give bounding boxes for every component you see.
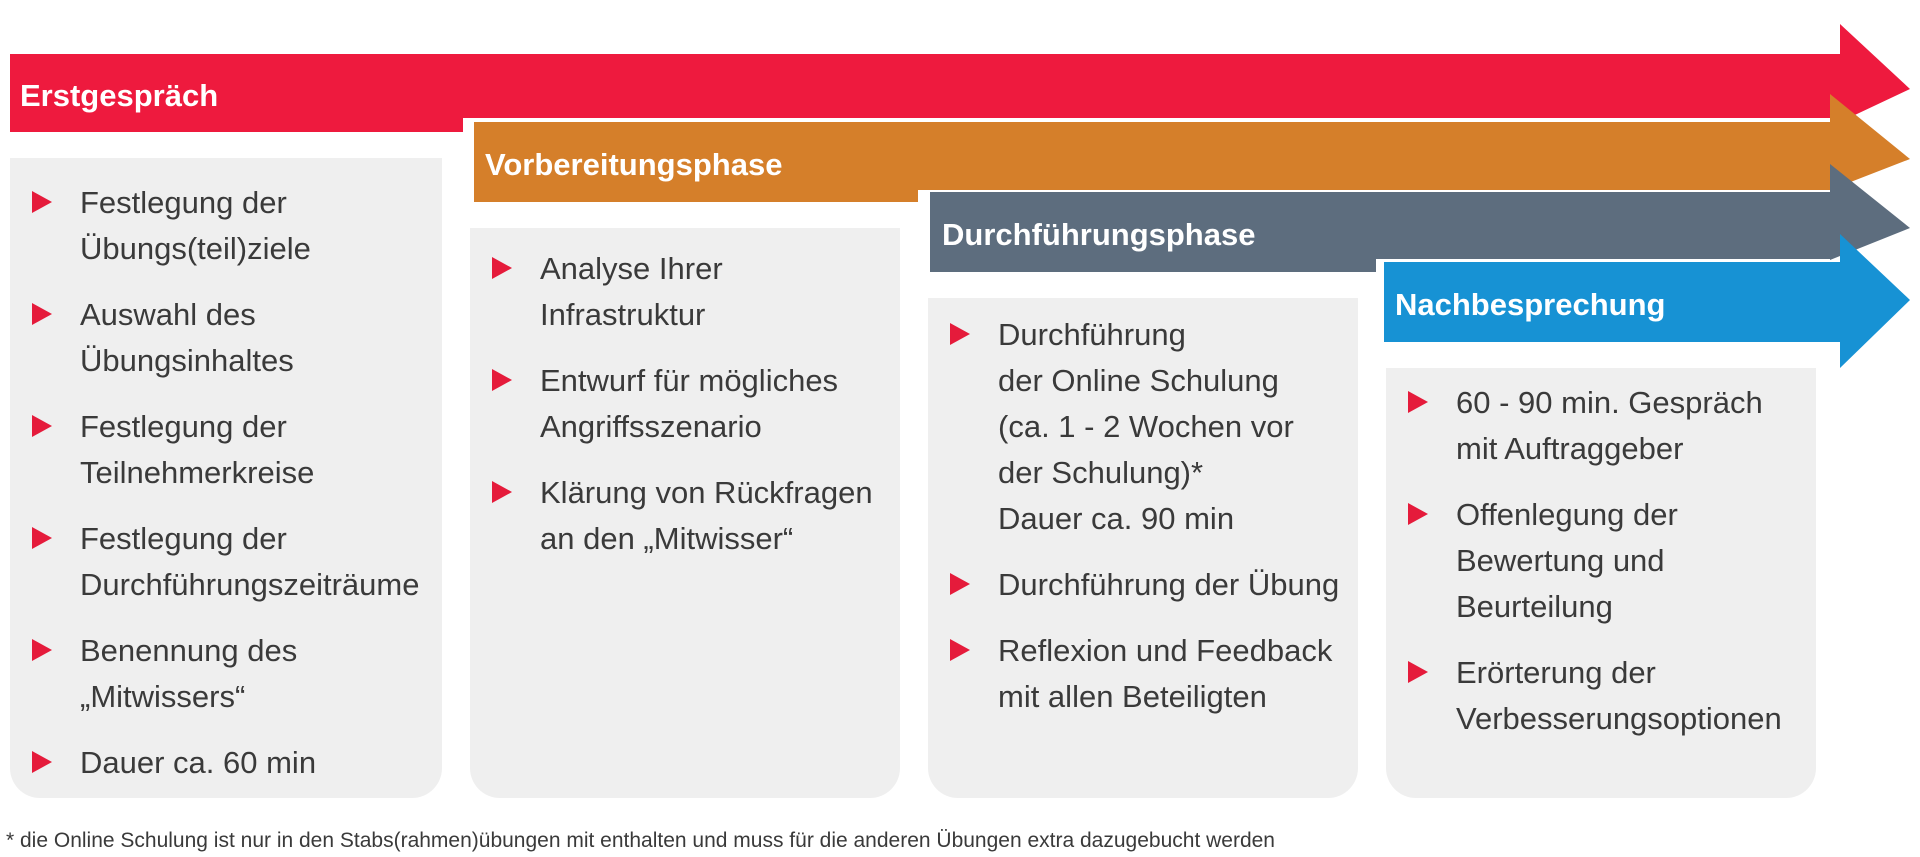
list-item: Reflexion und Feedback mit allen Beteili… — [928, 628, 1358, 720]
list-item: Auswahl des Übungsinhaltes — [10, 292, 442, 384]
bullet-triangle-icon — [492, 369, 512, 391]
list-item: Offenlegung der Bewertung und Beurteilun… — [1386, 492, 1816, 630]
phase-title-nachbesprechung: Nachbesprechung — [1395, 287, 1666, 322]
bullet-triangle-icon — [32, 527, 52, 549]
list-item: Festlegung der Durchführungszeiträume — [10, 516, 442, 608]
bullet-triangle-icon — [492, 257, 512, 279]
footnote: * die Online Schulung ist nur in den Sta… — [6, 829, 1275, 852]
list-item: Durchführung der Online Schulung (ca. 1 … — [928, 312, 1358, 542]
bullet-triangle-icon — [32, 191, 52, 213]
list-item: Benennung des „Mitwissers“ — [10, 628, 442, 720]
arrow-durchfuehrungsphase — [930, 164, 1910, 272]
bullet-triangle-icon — [492, 481, 512, 503]
arrow-vorbereitungsphase — [474, 94, 1910, 202]
list-item: Festlegung der Teilnehmerkreise — [10, 404, 442, 496]
bullet-triangle-icon — [950, 323, 970, 345]
phase-title-vorbereitungsphase: Vorbereitungsphase — [485, 147, 783, 182]
list-item: Festlegung der Übungs(teil)ziele — [10, 180, 442, 272]
bullet-triangle-icon — [1408, 391, 1428, 413]
bullet-triangle-icon — [32, 303, 52, 325]
card-vorbereitungsphase: Analyse Ihrer Infrastruktur Entwurf für … — [470, 228, 900, 798]
card-erstgespraech: Festlegung der Übungs(teil)ziele Auswahl… — [10, 158, 442, 798]
list-item: Entwurf für mögliches Angriffsszenario — [470, 358, 900, 450]
bullet-triangle-icon — [32, 751, 52, 773]
phase-title-erstgespraech: Erstgespräch — [20, 78, 219, 113]
bullet-triangle-icon — [32, 415, 52, 437]
card-durchfuehrungsphase: Durchführung der Online Schulung (ca. 1 … — [928, 298, 1358, 798]
bullet-triangle-icon — [1408, 503, 1428, 525]
list-item: Klärung von Rückfragen an den „Mitwisser… — [470, 470, 900, 562]
bullet-triangle-icon — [950, 573, 970, 595]
arrow-erstgespraech — [10, 24, 1910, 132]
arrow-nachbesprechung — [1384, 234, 1910, 368]
list-item: 60 - 90 min. Gespräch mit Auftraggeber — [1386, 380, 1816, 472]
phase-title-durchfuehrungsphase: Durchführungsphase — [942, 217, 1256, 252]
list-item: Analyse Ihrer Infrastruktur — [470, 246, 900, 338]
bullet-triangle-icon — [1408, 661, 1428, 683]
list-item: Dauer ca. 60 min — [10, 740, 442, 786]
list-item: Durchführung der Übung — [928, 562, 1358, 608]
bullet-triangle-icon — [32, 639, 52, 661]
list-item: Erörterung der Verbesserungsoptionen — [1386, 650, 1816, 742]
bullet-triangle-icon — [950, 639, 970, 661]
card-nachbesprechung: 60 - 90 min. Gespräch mit Auftraggeber O… — [1386, 368, 1816, 798]
